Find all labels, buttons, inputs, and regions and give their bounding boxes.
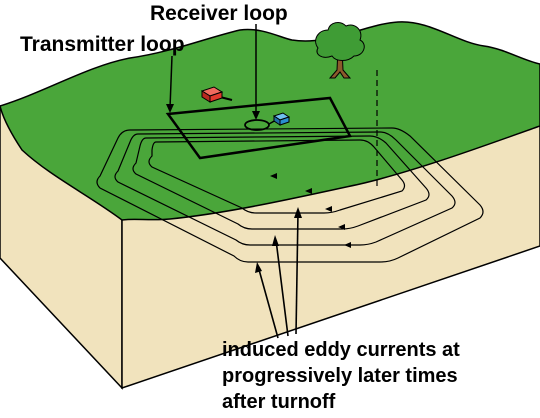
eddy-current-arrowheads [270,173,351,248]
leader-lines [169,24,257,115]
tree-canopy [315,22,365,61]
caption-line-1: induced eddy currents at [222,339,460,361]
eddy-loop-4 [96,127,484,263]
leader-arrowheads [166,104,260,120]
ground-surface [0,21,540,221]
arrowhead [305,188,312,194]
pointer-arrow [257,265,279,339]
eddy-current-loops [96,127,484,263]
receiver-loop-label: Receiver loop [150,2,288,25]
caption-pointer-arrowheads [255,207,302,273]
receiver-loop [244,119,270,131]
tree-icon [315,22,365,79]
eddy-loop-2 [132,135,430,230]
arrowhead [294,207,302,218]
arrowhead [252,111,260,120]
eddy-loop-1 [148,139,406,214]
pointer-arrow [295,211,299,335]
arrowhead [338,224,345,230]
eddy-loop-3 [114,131,456,246]
transmitter-loop [165,96,352,160]
caption-line-3: after turnoff [222,391,336,413]
arrowhead [255,262,262,273]
caption-line-2: progressively later times [222,365,458,387]
transmitter-loop-label: Transmitter loop [20,33,185,56]
transmitter-leader [169,55,173,109]
pointer-arrow [275,239,289,337]
receiver-box [272,112,291,126]
eddy-currents-caption: induced eddy currents at progressively l… [222,337,460,415]
arrowhead [325,206,332,212]
arrowhead [344,242,351,248]
arrowhead [272,235,279,246]
caption-pointer-arrows [257,211,299,339]
arrowhead [166,104,174,113]
arrowhead [270,173,277,179]
transmitter-box [200,86,224,103]
